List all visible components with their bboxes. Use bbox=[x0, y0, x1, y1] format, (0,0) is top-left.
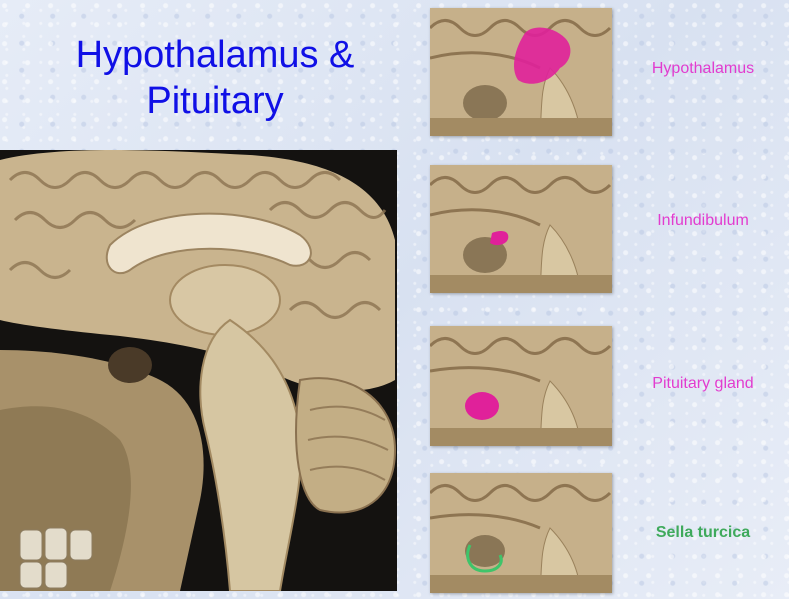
slide-title-line-2: Pituitary bbox=[146, 80, 284, 122]
label-pituitary-gland: Pituitary gland bbox=[652, 375, 754, 392]
slide-title-line-1: Hypothalamus & bbox=[75, 34, 355, 76]
infundibulum-highlight bbox=[490, 231, 509, 246]
slide-title: Hypothalamus & Pituitary bbox=[30, 32, 400, 124]
thumbnail-infundibulum bbox=[430, 165, 612, 293]
sella-turcica-outline bbox=[466, 544, 503, 573]
pituitary-gland-highlight bbox=[465, 392, 499, 420]
thumbnail-pituitary-gland bbox=[430, 326, 612, 446]
label-sella-turcica: Sella turcica bbox=[655, 524, 751, 541]
hypothalamus-highlight bbox=[514, 27, 571, 84]
label-hypothalamus: Hypothalamus bbox=[651, 60, 755, 77]
brain-sagittal-photo bbox=[0, 150, 397, 591]
thumbnail-sella-turcica bbox=[430, 473, 612, 593]
label-infundibulum: Infundibulum bbox=[657, 212, 749, 229]
thumbnail-hypothalamus bbox=[430, 8, 612, 136]
